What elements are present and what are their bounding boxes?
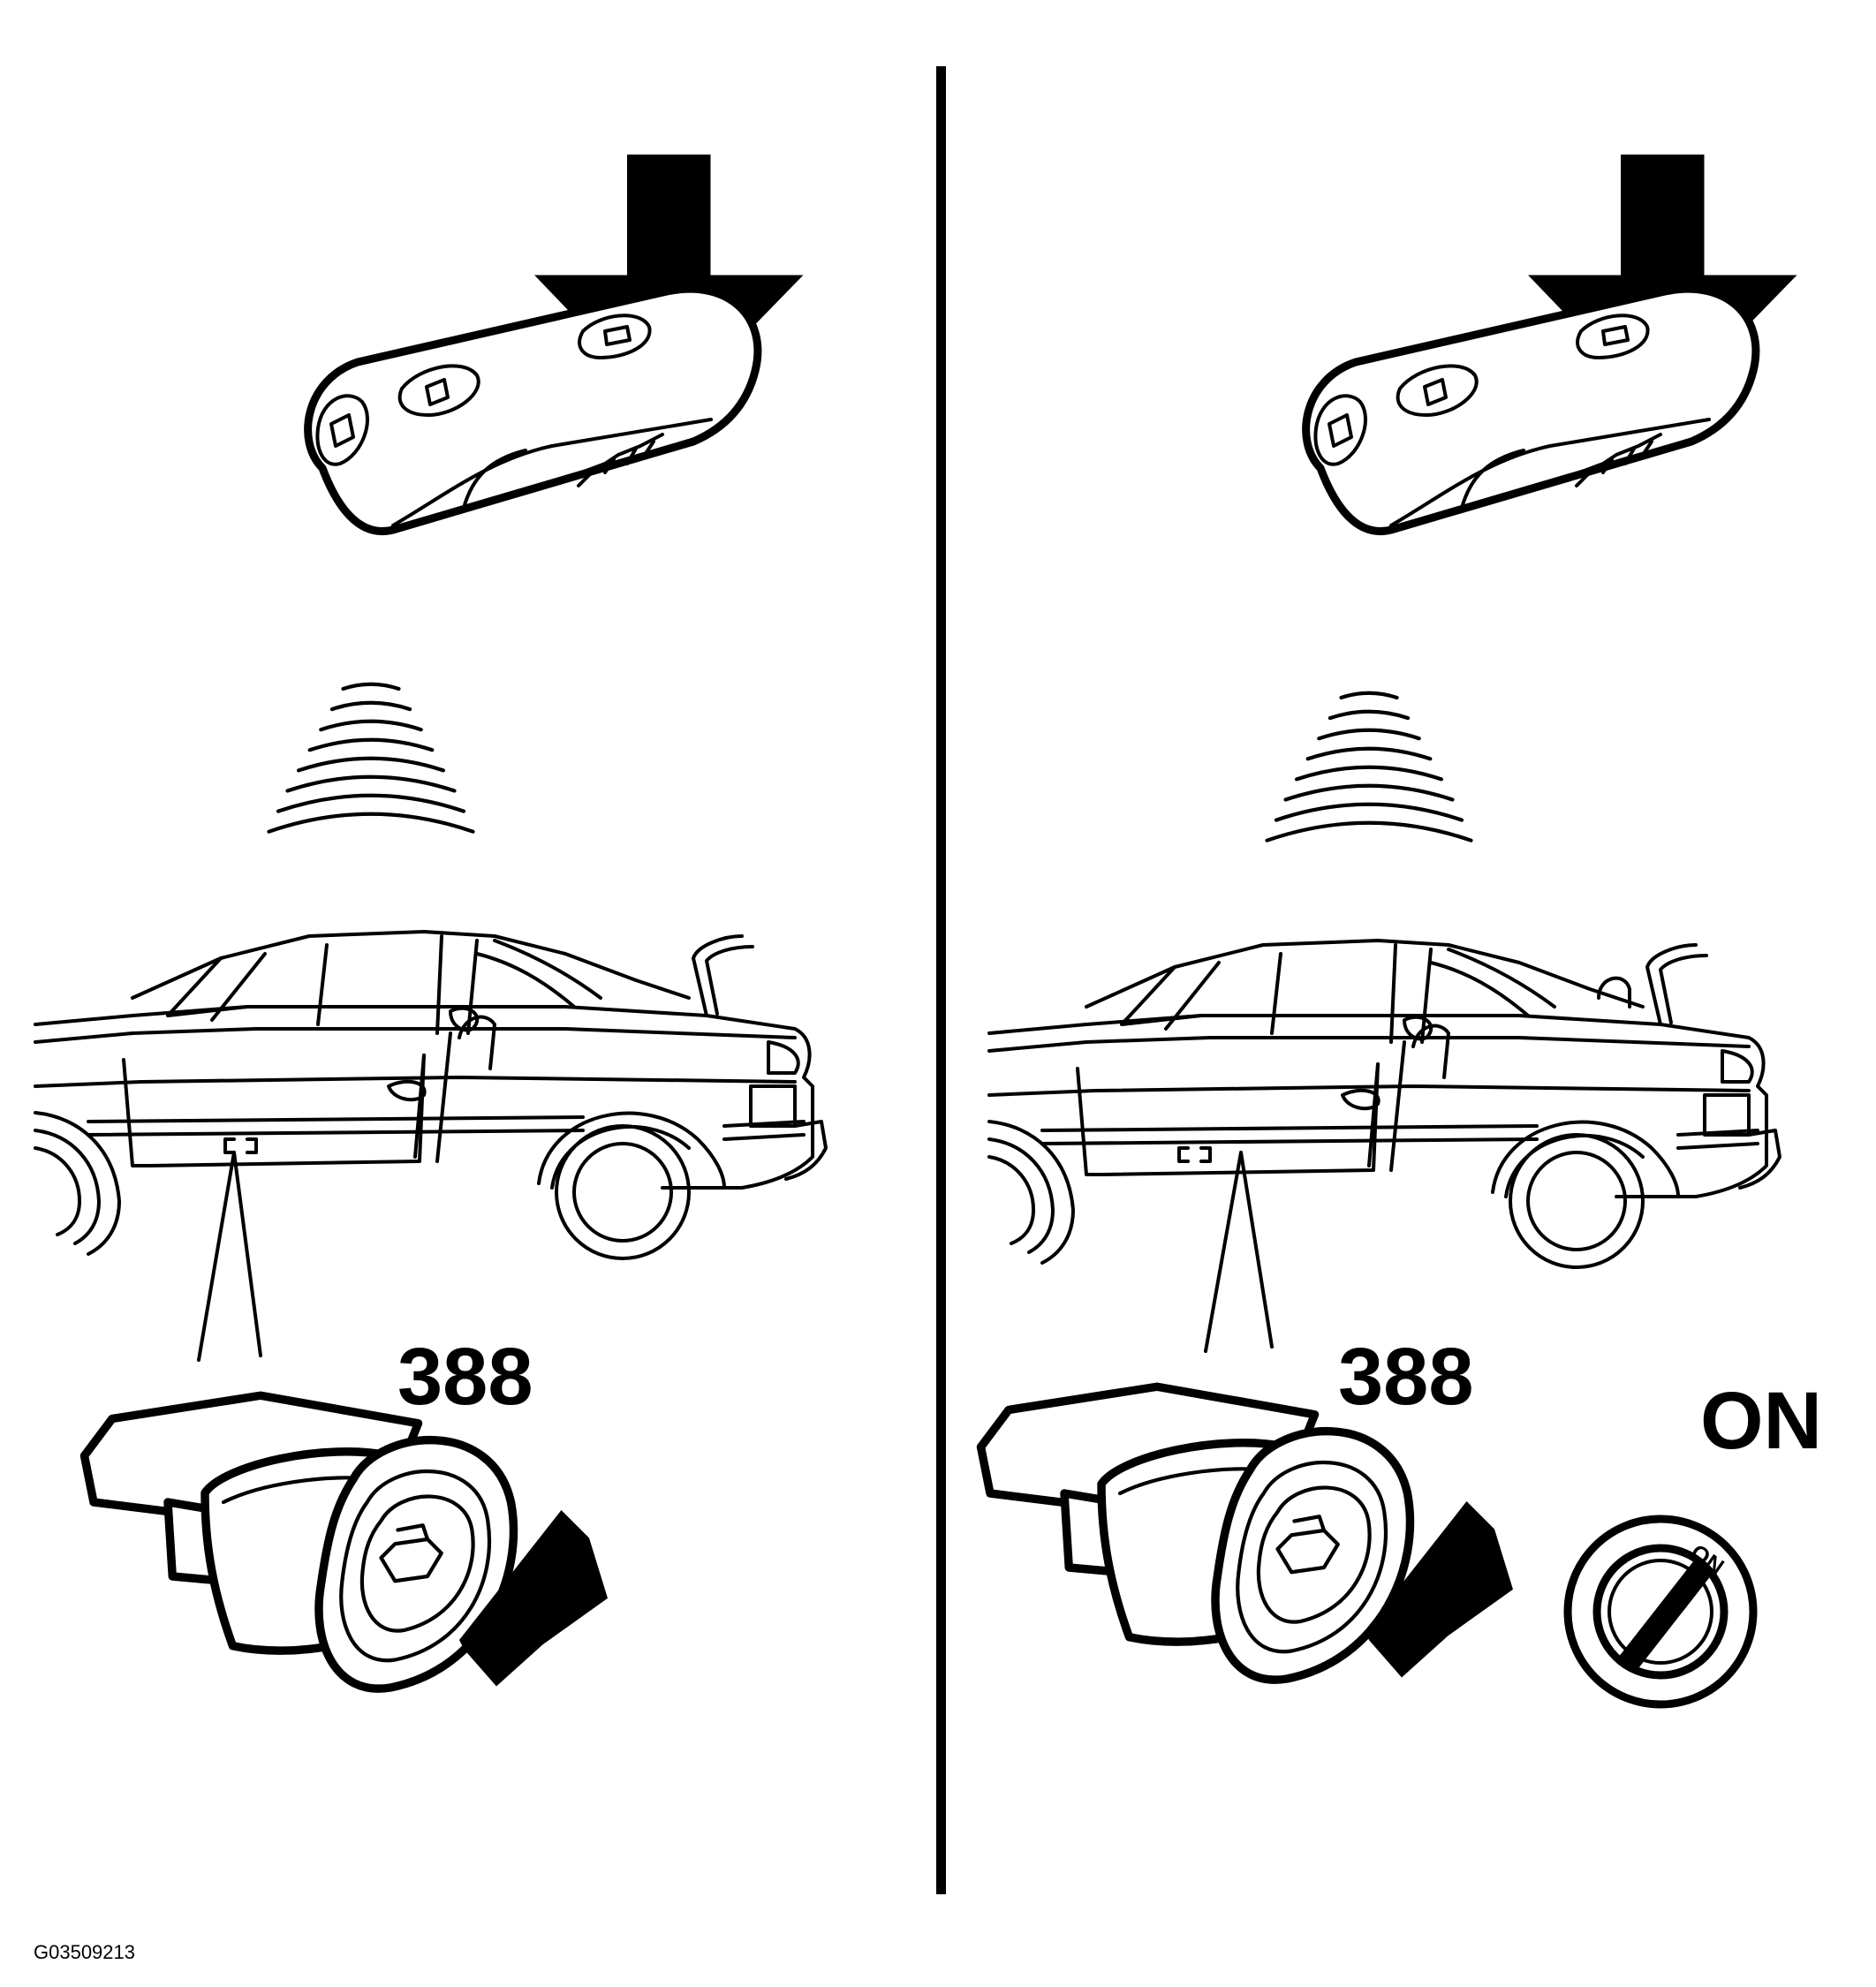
remote-key-fob (308, 289, 758, 531)
remote-key-fob (1306, 289, 1756, 531)
ignition-on-label: ON (1700, 1376, 1822, 1466)
receiver-module (981, 1386, 1411, 1680)
convertible-car (34, 930, 828, 1260)
callout-number-left: 388 (397, 1332, 533, 1422)
signal-waves-icon (269, 684, 473, 832)
ignition-switch-icon: ON (1563, 1515, 1758, 1709)
callout-pointer-right (1204, 1151, 1274, 1353)
convertible-car (987, 939, 1781, 1269)
panel-right: 388 ON ON (981, 155, 1822, 1709)
headrest (1597, 976, 1631, 1009)
callout-number-right: 388 (1338, 1332, 1474, 1422)
receiver-module (85, 1395, 514, 1689)
panel-left: 388 (34, 155, 828, 1689)
panel-divider (936, 66, 946, 1894)
callout-pointer-left (197, 1151, 262, 1362)
figure-code: G03509213 (34, 1941, 135, 1963)
signal-waves-icon (1267, 693, 1471, 841)
